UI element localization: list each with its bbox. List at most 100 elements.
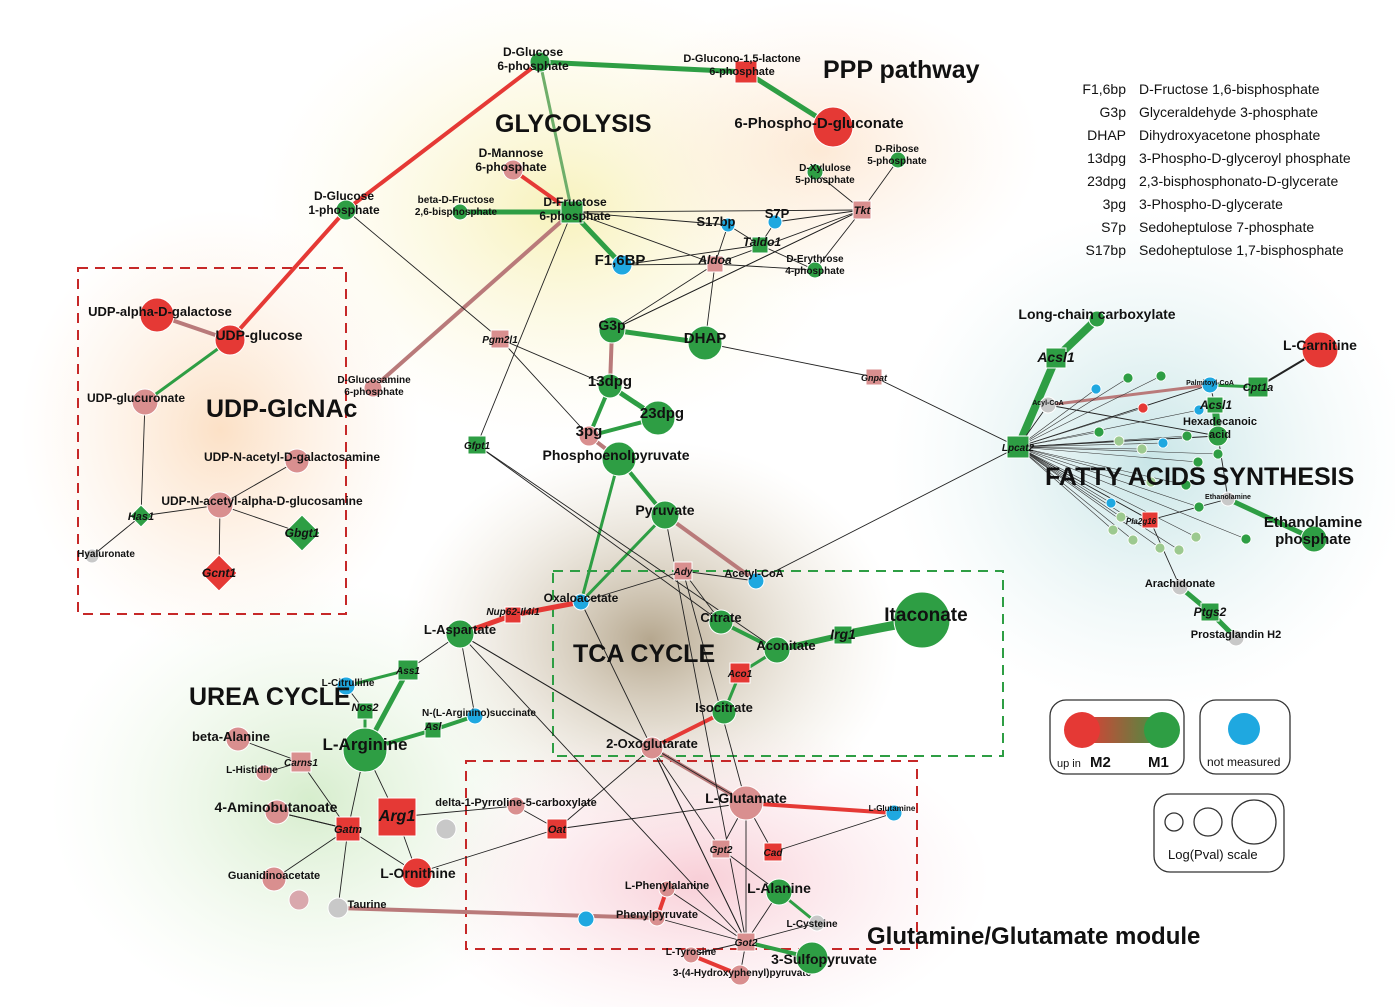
edge-glu-gln [744, 801, 896, 815]
edge-pgm2l1-dpg13 [499, 338, 611, 387]
abbr-definition: 3-Phospho-D-glyceroyl phosphate [1139, 150, 1351, 166]
label-g1p-line2: 1-phosphate [308, 203, 380, 217]
edge-pgm2l1-pg3 [499, 338, 590, 437]
fatty-acid-node [1157, 437, 1169, 449]
edge-pgm2l1-g1p [345, 209, 501, 340]
edge-aldoa-e4p [714, 263, 816, 271]
metabolite-dpg13-node [597, 373, 623, 399]
metabolite-f6p-node [560, 200, 584, 224]
title-udp: UDP-GlcNAc [206, 395, 358, 423]
edge-fatty-extra-9 [1017, 409, 1200, 448]
abbr-key: 3pg [1103, 196, 1126, 212]
label-bala: beta-Alanine [192, 729, 270, 744]
edge-g1p-g6p [344, 60, 542, 212]
label-aldoa: Aldoa [697, 253, 732, 267]
enzyme-pgm2l1-node [490, 329, 510, 349]
enzyme-ass1-node [397, 659, 419, 681]
metabolite-carn-node [1301, 331, 1339, 369]
label-gcnt1: Gcnt1 [202, 566, 236, 580]
edge-fatty-extra-18 [1017, 446, 1200, 508]
label-gpt2: Gpt2 [710, 845, 733, 856]
color-legend: up in M2 M1 not measured Log(Pval) scale [1049, 699, 1291, 873]
label-ethp: Ethanolamine [1264, 514, 1362, 531]
edge-fatty-extra-19 [1017, 446, 1247, 540]
fatty-acid-node [1093, 426, 1105, 438]
legend-not-measured: not measured [1207, 755, 1280, 769]
label-glucono-line2: 6-phosphate [709, 66, 774, 78]
enzyme-oat-node [546, 818, 568, 840]
background-clouds [20, 0, 1395, 1007]
edge-pyr-acoa [663, 513, 758, 583]
legend-box-scale [1153, 793, 1285, 873]
label-acon: Aconitate [756, 638, 815, 653]
metabolite-orn-node [401, 857, 433, 889]
abbr-definition: Glyceraldehyde 3-phosphate [1139, 104, 1318, 120]
edge-f6p-gfpt1 [476, 211, 573, 446]
edge-oat-orn [416, 828, 558, 874]
label-rib5p: D-Ribose [875, 144, 919, 155]
enzyme-lpcat2-node [1006, 435, 1030, 459]
metabolite-icit-node [711, 699, 737, 725]
label-acoa: Acetyl-CoA [724, 568, 783, 580]
edge-hexa-ethanol [1217, 435, 1229, 500]
edges [91, 59, 1321, 977]
metabolite-oaa-node [572, 593, 590, 611]
label-pyr: Pyruvate [635, 502, 694, 518]
label-g3p: G3p [598, 317, 625, 333]
label-argsuc: N-(L-Arginino)succinate [422, 708, 536, 719]
edge-pla2g16-ethanol [1149, 498, 1229, 521]
module-titles: PPP pathway GLYCOLYSIS UDP-GlcNAc FATTY … [189, 56, 1354, 950]
edge-udpglcur-has1 [140, 401, 146, 517]
tca-module-box [552, 570, 1004, 757]
label-guan: Guanidinoacetate [228, 870, 320, 882]
legend-not-measured-dot [1228, 713, 1260, 745]
metabolite-s17bp-node [720, 217, 736, 233]
metabolite-g3p-node [598, 316, 626, 344]
label-phe: L-Phenylalanine [625, 880, 709, 892]
enzyme-cpt1a-node [1247, 376, 1269, 398]
edge-got2-pyr [664, 514, 747, 943]
metabolite-cys-node [808, 914, 826, 932]
fatty-acid-node [1122, 372, 1134, 384]
edge-gatm-taur [337, 828, 349, 909]
fatty-acid-node [1193, 404, 1205, 416]
metabolite-man6p-node [502, 159, 524, 181]
enzyme-ptgs2-node [1200, 602, 1220, 622]
label-g6p-line2: 6-phosphate [497, 59, 569, 73]
edge-ady-acoa [682, 570, 757, 582]
edge-f6p-glcn6p [371, 210, 574, 390]
metabolite-arg-node [342, 727, 388, 773]
metabolite-tyr-node [682, 946, 700, 964]
edge-has1-hyal [91, 515, 142, 557]
enzyme-gfpt1-node [467, 435, 487, 455]
label-cys: L-Cysteine [786, 919, 838, 930]
edge-gnpat-lpcat2 [873, 376, 1019, 448]
fatty-acid-node [1181, 430, 1193, 442]
label-g6p: D-Glucose [503, 45, 563, 59]
metabolite-hexa-node [1207, 425, 1229, 447]
label-lhis: L-Histidine [226, 765, 278, 776]
label-gatm: Gatm [334, 824, 362, 836]
edge-fatty-extra-11 [1017, 446, 1112, 504]
enzyme-aldoa-node [706, 255, 724, 273]
edge-gfpt1-cit [476, 444, 722, 623]
label-hpp: 3-(4-Hydroxyphenyl)pyruvate [673, 968, 812, 979]
label-pgluconate: 6-Phospho-D-gluconate [734, 115, 903, 132]
edge-tkt-e4p [814, 209, 863, 271]
label-taur: Taurine [348, 899, 387, 911]
label-s7p: S7P [765, 206, 790, 221]
label-dpg23: 23dpg [640, 405, 684, 422]
label-sulfo: 3-Sulfopyruvate [771, 951, 877, 967]
label-ady: Ady [673, 567, 693, 578]
abbr-key: F1,6bp [1082, 81, 1126, 97]
label-f6p-line2: 6-phosphate [539, 209, 611, 223]
abbr-key: 13dpg [1087, 150, 1126, 166]
legend-m1-dot [1144, 712, 1180, 748]
label-ita: Itaconate [884, 605, 967, 626]
label-orn: L-Ornithine [380, 865, 456, 881]
title-ppp: PPP pathway [823, 56, 980, 84]
label-cad: Cad [764, 848, 784, 859]
enzyme-gatm-node [335, 816, 361, 842]
fatty-acid-node [1193, 501, 1205, 513]
